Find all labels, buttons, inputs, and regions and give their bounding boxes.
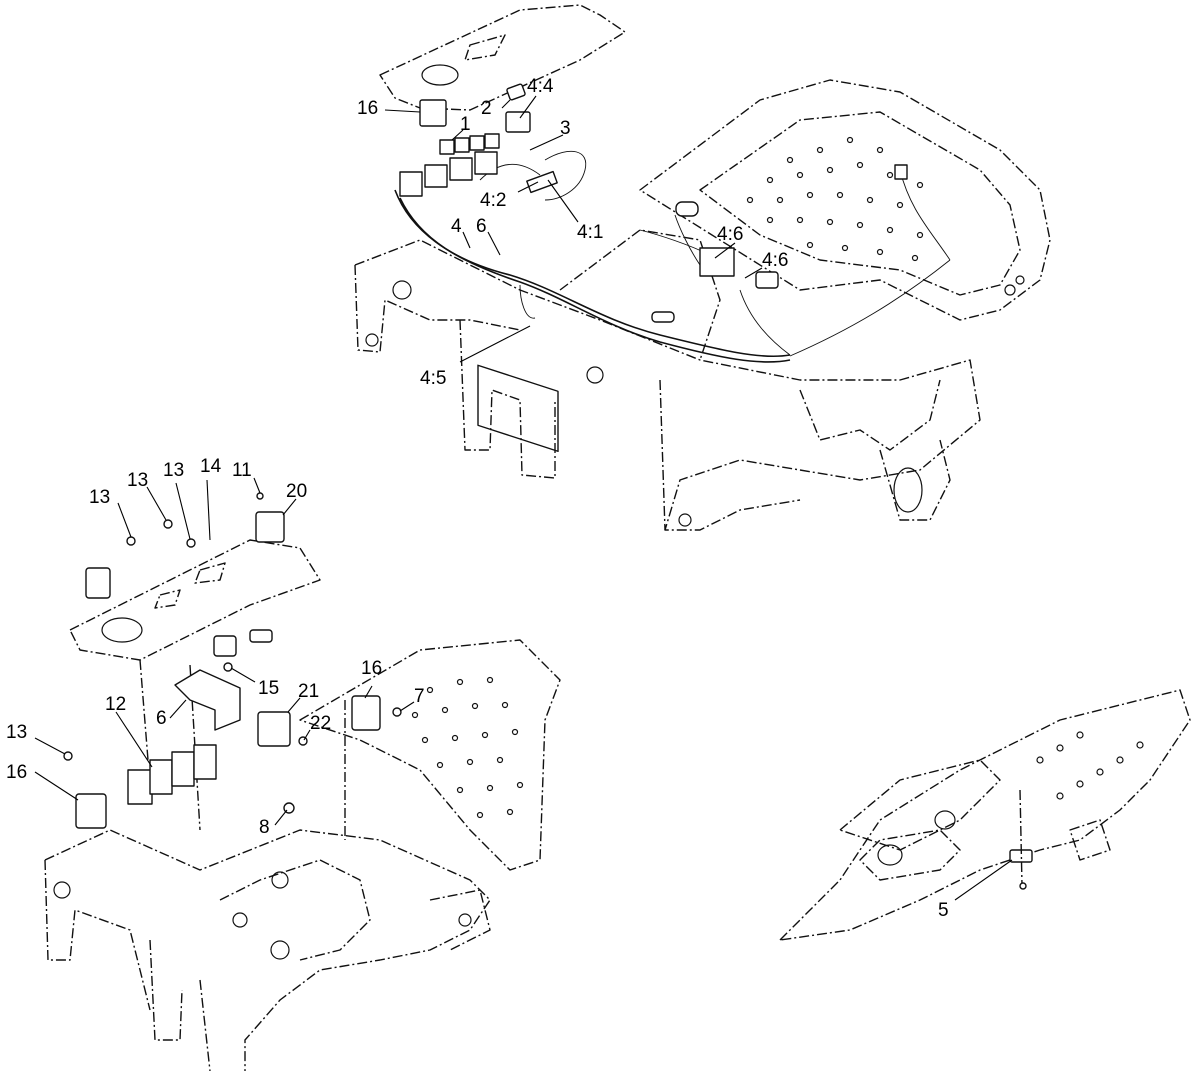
callout-6: 6 [476,216,487,237]
callout-13: 13 [6,722,27,743]
top-frame-assembly [354,4,1051,531]
callout-11: 11 [232,460,252,481]
callout-4-5: 4:5 [420,368,446,389]
callout-4-2: 4:2 [480,190,506,211]
callout-21: 21 [298,681,319,702]
callout-13: 13 [89,487,110,508]
callout-7: 7 [414,686,425,707]
callout-4-6: 4:6 [762,250,788,271]
exploded-leaders [34,477,415,826]
callout-4-6: 4:6 [717,224,743,245]
callout-5: 5 [938,900,949,921]
callout-1: 1 [460,114,471,135]
callout-4: 4 [451,216,462,237]
callout-2: 2 [481,98,492,119]
top-callouts: 16 2 4:4 1 3 4:2 4 6 4:1 4:6 4:6 4:5 [357,76,788,389]
deck-holes-lower [411,676,524,819]
deck-holes [746,136,924,262]
top-leaders [384,95,763,363]
wire-harness [394,150,951,363]
callout-16: 16 [357,98,378,119]
callout-4-4: 4:4 [527,76,554,97]
exploded-callouts: 13 13 13 14 11 20 15 21 22 12 6 13 16 16… [6,456,425,838]
callout-14: 14 [200,456,222,477]
callout-8: 8 [259,817,270,838]
detail-callouts: 5 [938,900,949,921]
callout-3: 3 [560,118,571,139]
callout-20: 20 [286,481,307,502]
callout-16: 16 [361,658,382,679]
exploded-frame-assembly [44,539,561,1071]
callout-22: 22 [310,713,331,734]
callout-13: 13 [163,460,184,481]
callout-4-1: 4:1 [577,222,603,243]
callout-16: 16 [6,762,27,783]
switch-20 [255,511,285,543]
exploded-components [63,492,402,829]
callout-13: 13 [127,470,148,491]
callout-15: 15 [258,678,279,699]
detail-leaders [954,859,1013,901]
callout-6: 6 [156,708,167,729]
callout-12: 12 [105,694,126,715]
top-components [399,83,908,453]
detail-frame-assembly [779,689,1191,941]
